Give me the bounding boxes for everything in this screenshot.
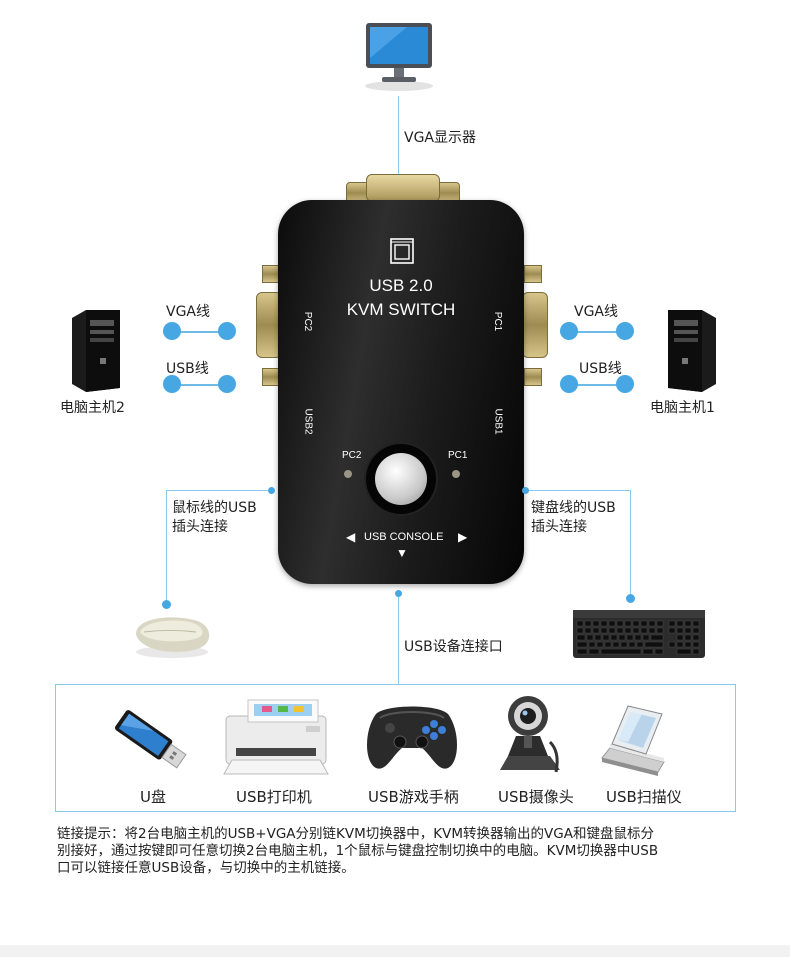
vga-line-left-dot-b (218, 322, 236, 340)
kvm-switch: USB 2.0 KVM SWITCH PC2 PC1 USB2 USB1 PC2… (278, 200, 524, 584)
kvm-usb2-side-label: USB2 (302, 408, 314, 435)
usb-line-left (172, 384, 226, 386)
pc-tower-1-icon (664, 308, 720, 394)
usb-line-right-label: USB线 (579, 361, 622, 377)
pc2-host-label: 电脑主机2 (60, 400, 125, 416)
kvm-led-pc1 (452, 470, 460, 478)
keyboard-line-dot-kvm (522, 487, 529, 494)
usb-devices-panel (55, 684, 736, 812)
usb-line-left-label: USB线 (166, 361, 209, 377)
kvm-switch-button[interactable] (366, 444, 436, 514)
mouse-icon (130, 612, 214, 660)
usb-line-left-dot-b (218, 375, 236, 393)
monitor-icon (362, 20, 436, 92)
vga-monitor-label: VGA显示器 (404, 130, 477, 146)
kvm-led-pc2-label: PC2 (342, 450, 362, 461)
kvm-pc2-side-label: PC2 (302, 311, 314, 332)
kvm-console-label: USB CONSOLE (364, 531, 444, 543)
kvm-title-line2: KVM SWITCH (346, 300, 456, 319)
usb-line-right-dot-b (616, 375, 634, 393)
device-label-printer: USB打印机 (236, 788, 312, 806)
usb-ports-dot (395, 590, 402, 597)
connection-tip-line-1: 链接提示：将2台电脑主机的USB+VGA分别链KVM切换器中，KVM转换器输出的… (57, 826, 654, 842)
kvm-led-pc1-label: PC1 (448, 450, 468, 461)
device-label-scanner: USB扫描仪 (606, 788, 682, 806)
device-label-gamepad: USB游戏手柄 (368, 788, 459, 806)
device-label-usb-drive: U盘 (140, 788, 166, 806)
vga-line-right-dot-a (560, 322, 578, 340)
connection-tip-line-2: 别接好，通过按键即可任意切换2台电脑主机，1个鼠标与键盘控制切换中的电脑。KVM… (57, 843, 659, 859)
pc1-host-label: 电脑主机1 (650, 400, 715, 416)
printer-icon (218, 696, 334, 778)
vga-screw-right-top (524, 265, 542, 283)
keyboard-line-dot (626, 594, 635, 603)
keyboard-usb-label-2: 插头连接 (531, 519, 587, 535)
usb-line-right-dot-a (560, 375, 578, 393)
mouse-line-dot (162, 600, 171, 609)
vga-line-right-label: VGA线 (574, 304, 619, 320)
kvm-logo-icon (390, 238, 414, 264)
keyboard-icon (572, 606, 706, 660)
kvm-pc1-side-label: PC1 (492, 311, 504, 332)
connection-tip: 链接提示：将2台电脑主机的USB+VGA分别链KVM切换器中，KVM转换器输出的… (57, 826, 787, 877)
usb-drive-icon (104, 700, 198, 780)
vga-connector-right (522, 292, 548, 358)
connector-line-monitor (398, 96, 399, 176)
gamepad-icon (362, 696, 462, 778)
usb-ports-line (398, 594, 399, 684)
mouse-line-dot-kvm (268, 487, 275, 494)
usb-line-left-dot-a (163, 375, 181, 393)
webcam-icon (494, 692, 568, 778)
mouse-usb-label-1: 鼠标线的USB (172, 500, 257, 516)
mouse-line-horizontal (166, 490, 270, 491)
vga-line-left-dot-a (163, 322, 181, 340)
keyboard-line-horizontal (525, 490, 631, 491)
vga-line-right (570, 331, 624, 333)
usb-connector-right (524, 368, 542, 386)
connection-tip-line-3: 口可以链接任意USB设备，与切换中的主机链接。 (57, 860, 355, 876)
vga-line-left-label: VGA线 (166, 304, 211, 320)
kvm-usb1-side-label: USB1 (492, 408, 504, 435)
usb-line-right (570, 384, 624, 386)
kvm-console-down-arrow: ▼ (396, 546, 408, 560)
kvm-console-left-arrow: ◀ (346, 530, 356, 544)
mouse-line-vertical (166, 490, 167, 606)
device-label-webcam: USB摄像头 (498, 788, 574, 806)
keyboard-line-vertical (630, 490, 631, 598)
usb-ports-label: USB设备连接口 (404, 639, 503, 655)
keyboard-usb-label-1: 键盘线的USB (531, 500, 616, 516)
kvm-led-pc2 (344, 470, 352, 478)
pc-tower-2-icon (68, 308, 124, 394)
kvm-title-line1: USB 2.0 (369, 276, 433, 295)
mouse-usb-label-2: 插头连接 (172, 519, 228, 535)
vga-line-left (172, 331, 226, 333)
vga-connector-top-core (366, 174, 440, 202)
kvm-console-right-arrow: ▶ (458, 530, 468, 544)
scanner-icon (598, 700, 668, 778)
bottom-strip (0, 945, 790, 957)
vga-line-right-dot-b (616, 322, 634, 340)
